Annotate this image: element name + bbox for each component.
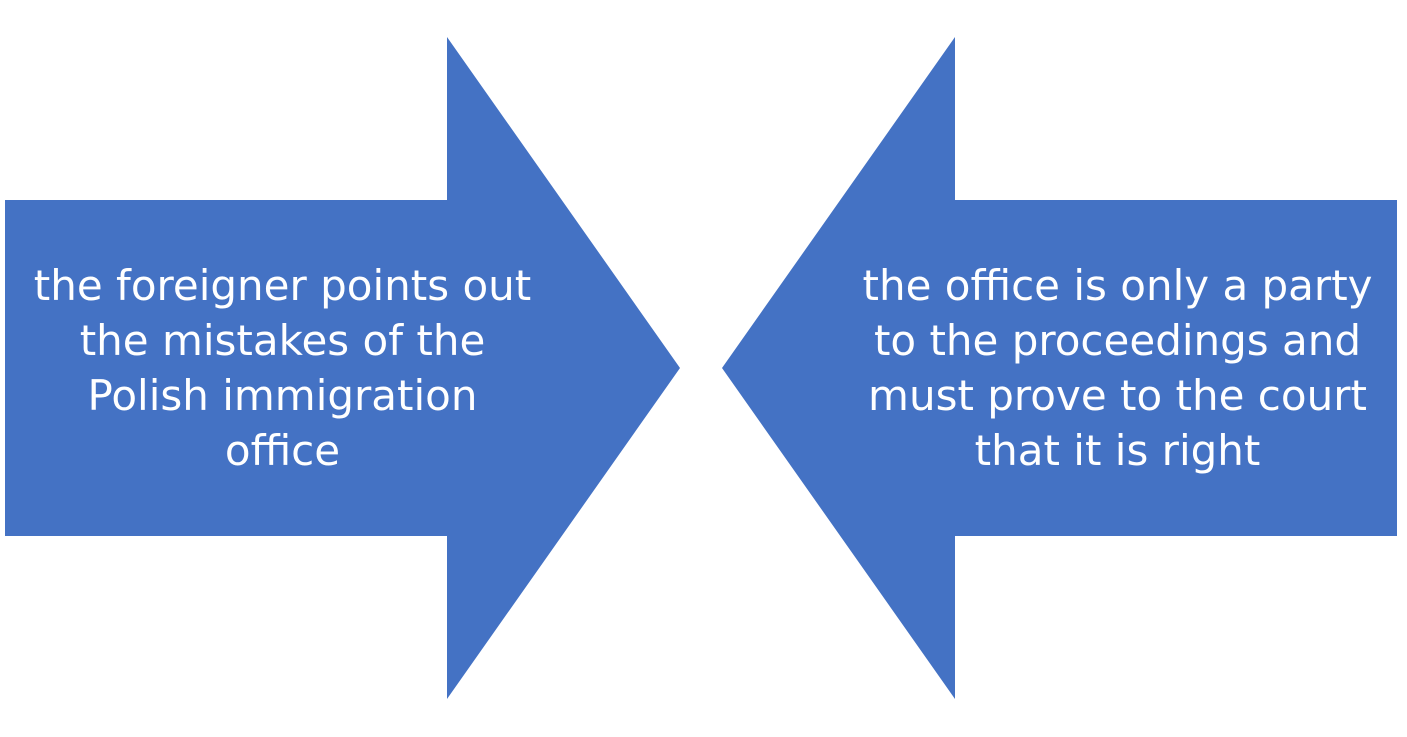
right-arrow-label: the office is only a party to the procee… — [860, 200, 1375, 536]
left-pointing-arrow — [722, 37, 1397, 699]
right-arrow-text: the office is only a party to the procee… — [862, 261, 1373, 475]
left-arrow-text: the foreigner points out the mistakes of… — [33, 261, 532, 475]
right-pointing-arrow — [5, 37, 680, 699]
left-arrow-label: the foreigner points out the mistakes of… — [25, 200, 540, 536]
